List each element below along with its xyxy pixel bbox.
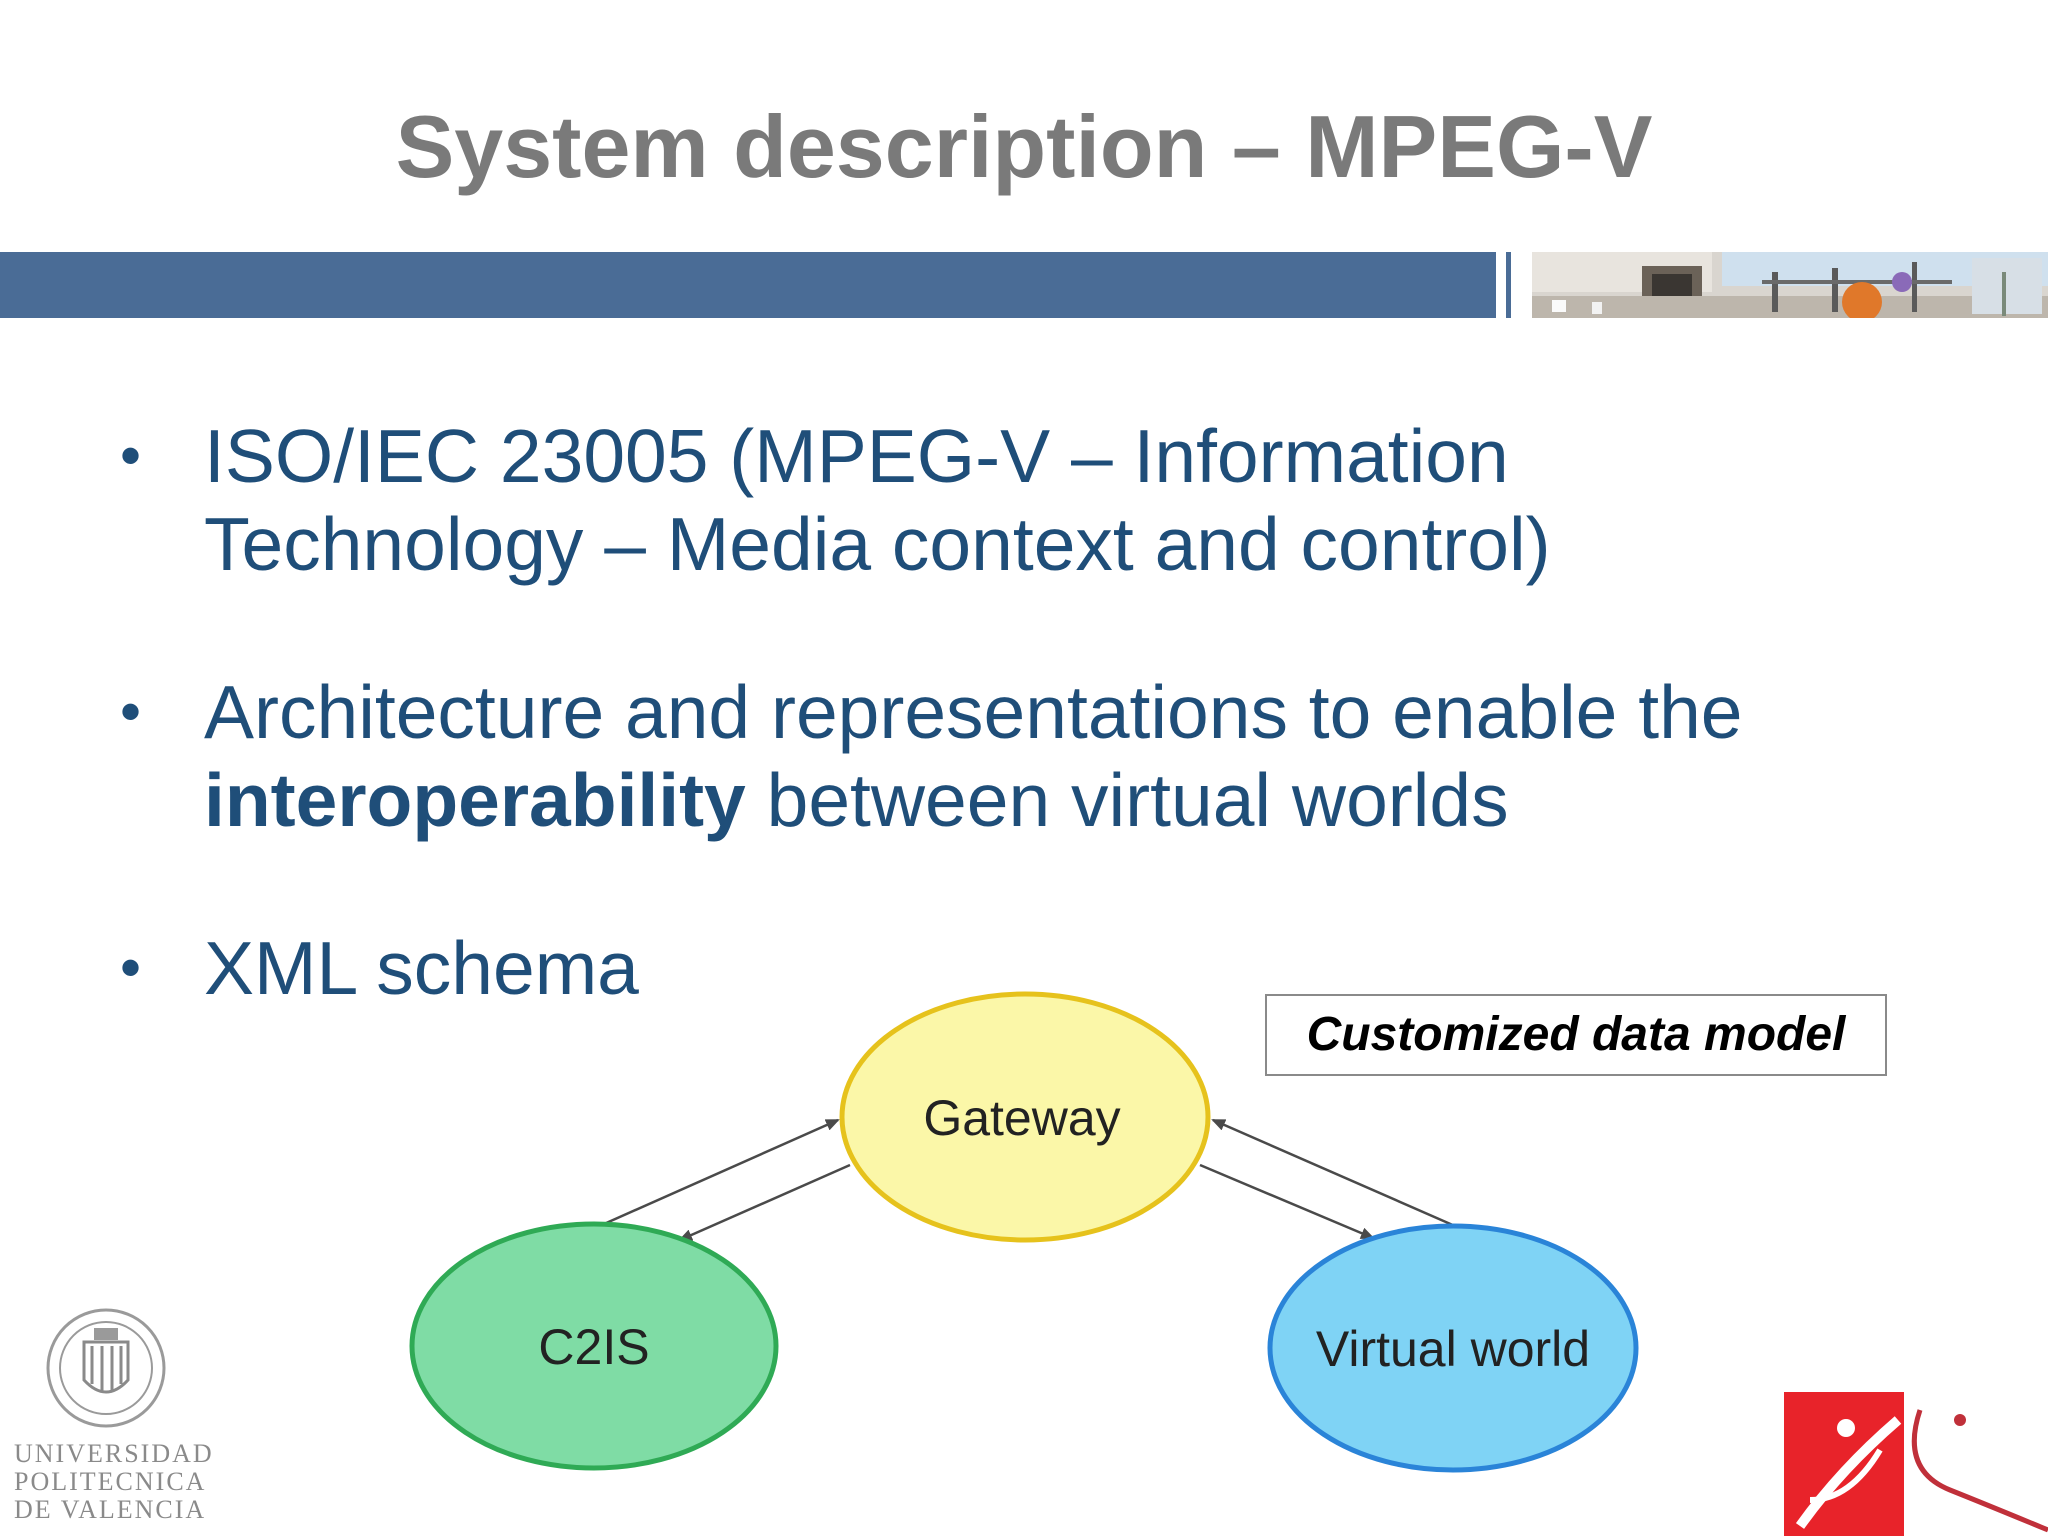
university-name-line: DE VALENCIA <box>14 1495 207 1524</box>
header-bar-accent <box>1506 252 1511 318</box>
c2is-ellipse <box>409 1221 779 1471</box>
virtual-world-node: Virtual world <box>1267 1223 1639 1473</box>
header-photo-strip <box>1532 252 2048 318</box>
customized-data-model-callout: Customized data model <box>1265 994 1887 1076</box>
campus-photo-image <box>1532 252 2048 318</box>
research-group-logo-icon <box>1784 1392 2048 1536</box>
header-bar <box>0 252 1496 318</box>
bullet-marker: • <box>120 934 142 1001</box>
bullet-line: Technology – Media context and control) <box>204 502 1551 586</box>
bullet-line: ISO/IEC 23005 (MPEG-V – Information <box>204 414 1509 498</box>
bullet-line: XML schema <box>204 926 639 1010</box>
university-name-line: UNIVERSIDAD <box>14 1439 214 1468</box>
university-name-line: POLITECNICA <box>14 1467 207 1496</box>
university-name: UNIVERSIDAD POLITECNICA DE VALENCIA <box>14 1440 214 1524</box>
c2is-label: C2IS <box>538 1319 649 1375</box>
gateway-ellipse <box>839 991 1211 1243</box>
bullet-line-rest: between virtual worlds <box>745 758 1509 842</box>
university-seal-icon <box>46 1308 166 1428</box>
arrow-virtual-to-gateway <box>1211 1118 1456 1228</box>
arrow-gateway-to-virtual <box>1199 1163 1375 1240</box>
header-bar-gap <box>1496 252 1506 318</box>
bullet-marker: • <box>120 422 142 489</box>
virtual-world-ellipse <box>1267 1223 1639 1473</box>
bullet-marker: • <box>120 678 142 745</box>
virtual-world-label: Virtual world <box>1316 1321 1590 1377</box>
bullet-text: XML schema <box>204 924 1924 1012</box>
slide-title: System description – MPEG-V <box>395 97 1653 196</box>
gateway-label: Gateway <box>923 1090 1120 1146</box>
c2is-node: C2IS <box>409 1221 779 1471</box>
bullet-text: Architecture and representations to enab… <box>204 668 1924 844</box>
bullet-line: interoperability between virtual worlds <box>204 756 1924 844</box>
bullet-text: ISO/IEC 23005 (MPEG-V – Information Tech… <box>204 412 1924 588</box>
bullet-line: Architecture and representations to enab… <box>204 670 1743 754</box>
emphasis-text: interoperability <box>204 758 746 842</box>
arrow-c2is-to-gateway <box>594 1118 840 1230</box>
gateway-node: Gateway <box>839 991 1211 1243</box>
arrow-gateway-to-c2is <box>678 1163 851 1242</box>
